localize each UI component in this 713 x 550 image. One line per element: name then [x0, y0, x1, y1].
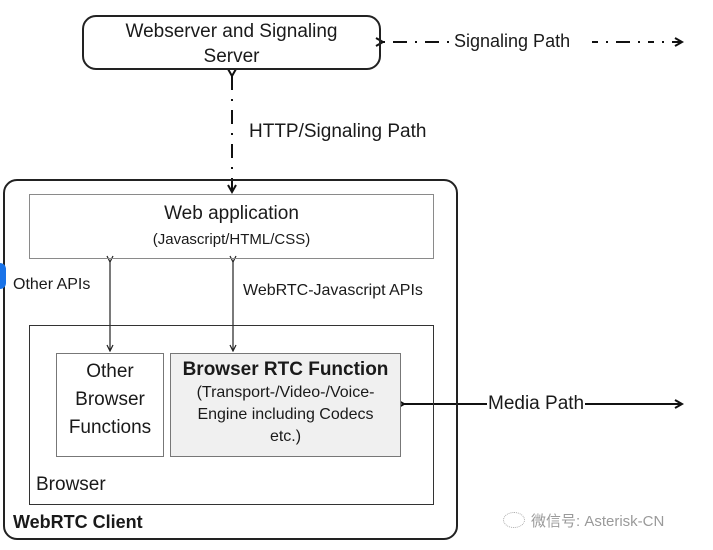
web-app-subtitle: (Javascript/HTML/CSS) [152, 231, 311, 248]
rtc-function-desc-line3: etc.) [269, 428, 302, 445]
rtc-function-desc-line2: Engine including Codecs [197, 406, 374, 423]
other-functions-line3: Functions [68, 417, 152, 438]
watermark-text: 微信号: Asterisk-CN [531, 513, 665, 530]
other-apis-label: Other APIs [13, 276, 91, 293]
web-application-box: Web application (Javascript/HTML/CSS) [29, 194, 434, 259]
media-path-label: Media Path [487, 393, 586, 415]
blue-marker-dot [0, 263, 6, 289]
watermark: 微信号: Asterisk-CN [503, 510, 664, 531]
signaling-server-box: Webserver and Signaling Server [82, 15, 381, 70]
other-functions-line2: Browser [75, 389, 145, 410]
wechat-icon [503, 512, 525, 528]
http-signaling-label: HTTP/Signaling Path [249, 121, 427, 142]
browser-rtc-function-box: Browser RTC Function (Transport-/Video-/… [170, 353, 401, 457]
signaling-path-label: Signaling Path [453, 31, 572, 52]
webrtc-client-box [3, 179, 458, 540]
browser-box [29, 325, 434, 505]
webrtc-client-label: WebRTC Client [13, 512, 143, 532]
rtc-function-title: Browser RTC Function [182, 359, 389, 380]
webrtc-apis-label: WebRTC-Javascript APIs [243, 282, 423, 299]
server-title-line1: Webserver and Signaling [125, 21, 338, 42]
other-functions-line1: Other [86, 361, 134, 382]
other-browser-functions-box: Other Browser Functions [56, 353, 164, 457]
rtc-function-desc-line1: (Transport-/Video-/Voice- [196, 384, 375, 401]
web-app-title: Web application [164, 203, 299, 224]
server-title-line2: Server [203, 46, 260, 67]
browser-label: Browser [36, 474, 106, 495]
